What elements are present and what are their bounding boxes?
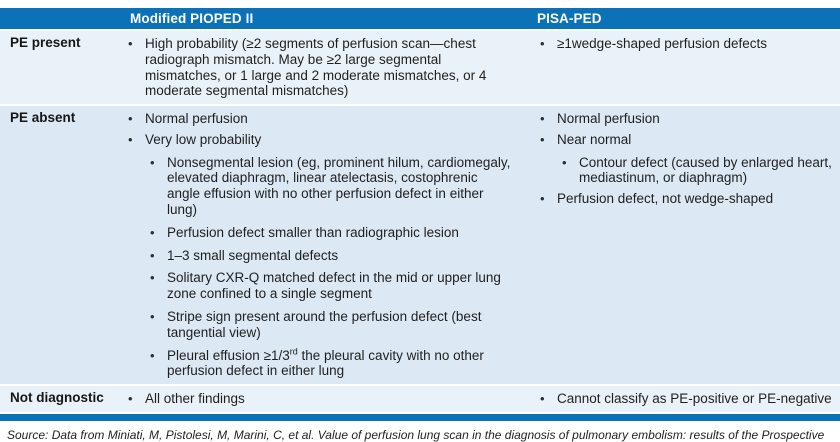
- table-header-row: Modified PIOPED II PISA-PED: [0, 8, 840, 29]
- pioped-cell-pe-present: High probability (≥2 segments of perfusi…: [118, 31, 520, 104]
- bullet-item: All other findings: [118, 391, 512, 407]
- header-pisa-ped: PISA-PED: [537, 11, 602, 26]
- pisaped-cell-pe-present: ≥1wedge-shaped perfusion defects: [520, 31, 840, 104]
- pioped-pisaped-table: Modified PIOPED II PISA-PED PE present H…: [0, 8, 840, 421]
- bullet-item: Very low probability: [118, 132, 512, 148]
- pioped-cell-not-diagnostic: All other findings: [118, 386, 520, 412]
- pioped-cell-pe-absent: Normal perfusion Very low probability No…: [118, 106, 520, 384]
- table-row-pe-absent: PE absent Normal perfusion Very low prob…: [0, 104, 840, 385]
- bullet-item: Normal perfusion: [530, 111, 836, 127]
- bullet-item: Near normal: [530, 132, 836, 148]
- table-row-pe-present: PE present High probability (≥2 segments…: [0, 29, 840, 105]
- pisaped-cell-pe-absent: Normal perfusion Near normal Contour def…: [520, 106, 840, 384]
- bullet-item: Stripe sign present around the perfusion…: [118, 309, 512, 341]
- bullet-item: High probability (≥2 segments of perfusi…: [118, 36, 512, 99]
- pleural-text-post: the pleural cavity with no other perfusi…: [167, 347, 484, 379]
- bullet-item: Solitary CXR-Q matched defect in the mid…: [118, 270, 512, 302]
- bullet-item: Cannot classify as PE-positive or PE-neg…: [530, 391, 836, 407]
- pleural-text-pre: Pleural effusion ≥1/3: [167, 347, 290, 363]
- bullet-item: Contour defect (caused by enlarged heart…: [530, 155, 836, 187]
- table-row-not-diagnostic: Not diagnostic All other findings Cannot…: [0, 384, 840, 412]
- bullet-item: ≥1wedge-shaped perfusion defects: [530, 36, 836, 52]
- bullet-item: Perfusion defect smaller than radiograph…: [118, 225, 512, 241]
- row-label-not-diagnostic: Not diagnostic: [10, 390, 104, 406]
- header-modified-pioped: Modified PIOPED II: [130, 11, 254, 26]
- pisaped-cell-not-diagnostic: Cannot classify as PE-positive or PE-neg…: [520, 386, 840, 412]
- bullet-item: Nonsegmental lesion (eg, prominent hilum…: [118, 155, 512, 218]
- bullet-item: Normal perfusion: [118, 111, 512, 127]
- pleural-text-superscript: rd: [289, 346, 298, 356]
- table-bottom-border: [0, 413, 840, 421]
- bullet-item: Perfusion defect, not wedge-shaped: [530, 191, 836, 207]
- bullet-item: 1–3 small segmental defects: [118, 248, 512, 264]
- source-note: Source: Data from Miniati, M, Pistolesi,…: [7, 427, 825, 442]
- row-label-pe-absent: PE absent: [10, 110, 76, 126]
- row-label-pe-present: PE present: [10, 35, 81, 50]
- bullet-item-pleural-effusion: Pleural effusion ≥1/3rd the pleural cavi…: [118, 346, 512, 380]
